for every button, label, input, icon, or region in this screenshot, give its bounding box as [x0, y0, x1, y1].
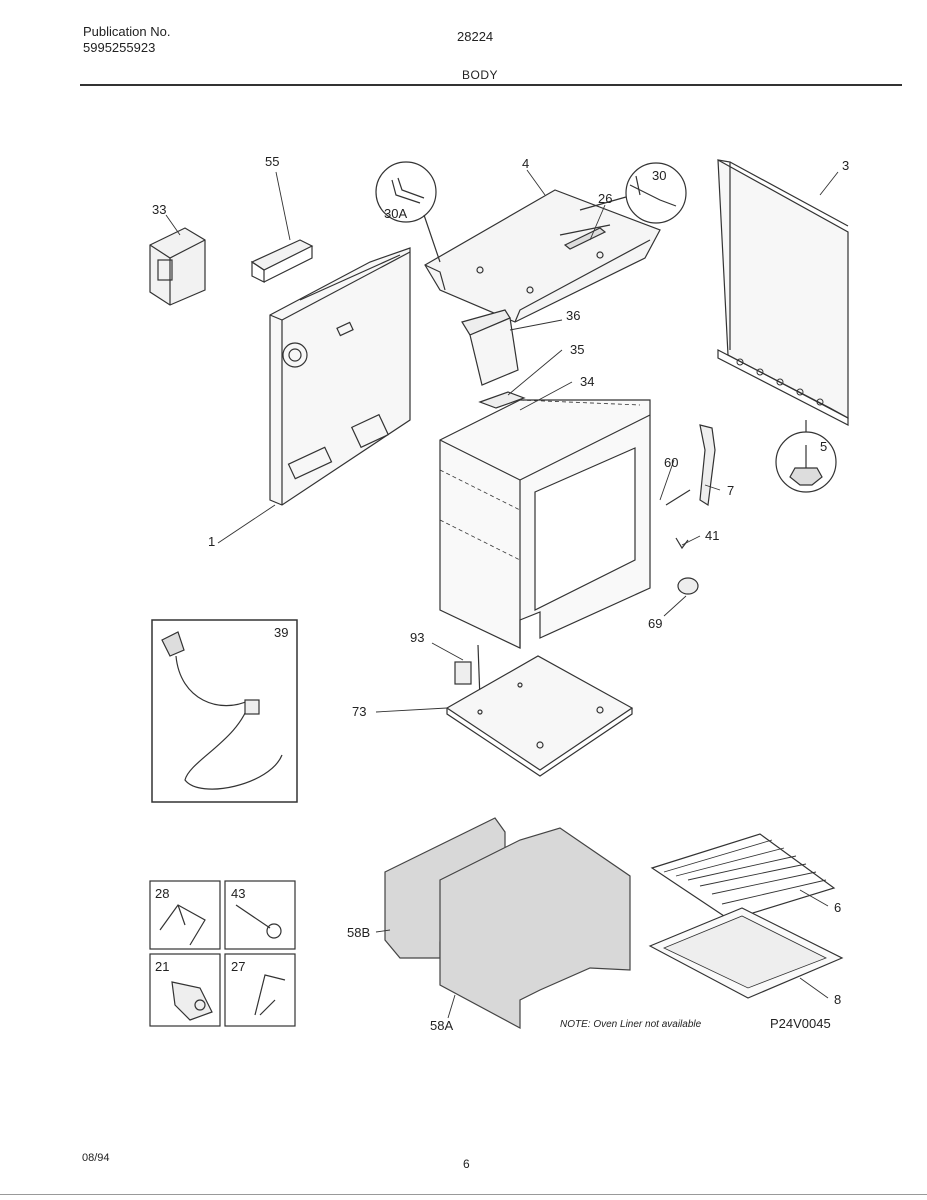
part-8-broiler-pan-drawing	[648, 907, 844, 999]
part-7-hinge-drawing	[699, 424, 716, 507]
callout-93: 93	[410, 630, 424, 645]
callout-26: 26	[598, 191, 612, 206]
detail-30a-circle-drawing	[375, 161, 441, 263]
callout-3: 3	[842, 158, 849, 173]
part-39-power-cord-drawing	[151, 619, 298, 803]
small-parts-grid-drawing	[149, 880, 296, 1027]
part-33-bracket-drawing	[149, 227, 206, 306]
part-1-rear-panel-drawing	[269, 247, 411, 506]
part-36-duct-drawing	[461, 309, 519, 386]
callout-39: 39	[274, 625, 288, 640]
callout-35: 35	[570, 342, 584, 357]
detail-30-circle-drawing	[579, 162, 687, 224]
callout-58b: 58B	[347, 925, 370, 940]
callout-36: 36	[566, 308, 580, 323]
part-4-top-panel-drawing	[424, 189, 661, 323]
callout-21: 21	[155, 959, 169, 974]
detail-5-leveler-circle-drawing	[775, 420, 837, 493]
callout-58a: 58A	[430, 1018, 453, 1033]
model-number: 28224	[457, 29, 494, 44]
part-73-bottom-panel-drawing	[445, 655, 634, 777]
callout-labels: 1 3 4 5 6 7 8 21 26 27 28 30 30A 33 34 3…	[152, 154, 849, 1033]
callout-30a: 30A	[384, 206, 407, 221]
callout-69: 69	[648, 616, 662, 631]
part-3-side-panel-drawing	[717, 158, 849, 426]
leader-lines	[165, 169, 839, 1019]
part-55-channel-drawing	[250, 239, 314, 283]
callout-27: 27	[231, 959, 245, 974]
main-oven-body-drawing	[439, 399, 651, 649]
publication-number: 5995255923	[83, 40, 156, 55]
callout-33: 33	[152, 202, 166, 217]
callout-6: 6	[834, 900, 841, 915]
callout-34: 34	[580, 374, 594, 389]
part-58-insulation-drawing	[384, 817, 631, 1030]
callout-1: 1	[208, 534, 215, 549]
callout-8: 8	[834, 992, 841, 1007]
callout-60: 60	[664, 455, 678, 470]
publication-label: Publication No.	[83, 24, 171, 39]
callout-41: 41	[705, 528, 719, 543]
callout-73: 73	[352, 704, 366, 719]
part-60-clip-drawing	[665, 489, 691, 506]
callout-5: 5	[820, 439, 827, 454]
callout-7: 7	[727, 483, 734, 498]
part-69-plug-drawing	[677, 577, 699, 595]
page-number: 6	[463, 1157, 470, 1171]
part-6-oven-rack-drawing	[650, 833, 836, 921]
callout-30: 30	[652, 168, 666, 183]
section-title: BODY	[462, 68, 499, 82]
callout-4: 4	[522, 156, 529, 171]
revision-date: 08/94	[82, 1152, 110, 1164]
callout-28: 28	[155, 886, 169, 901]
figure-number: P24V0045	[770, 1016, 831, 1031]
bottom-rule	[0, 1194, 927, 1195]
header-rule	[80, 84, 902, 86]
callout-43: 43	[231, 886, 245, 901]
oven-liner-note: NOTE: Oven Liner not available	[560, 1019, 702, 1030]
callout-55: 55	[265, 154, 279, 169]
part-35-plate-drawing	[478, 391, 526, 409]
